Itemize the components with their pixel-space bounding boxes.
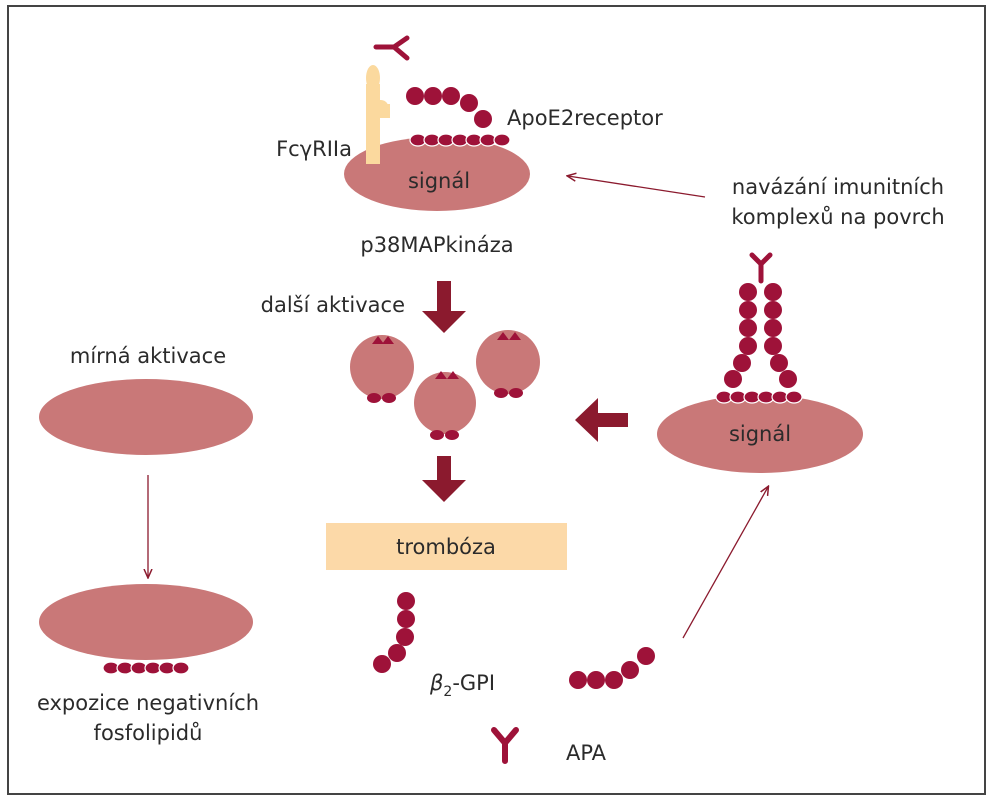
apoe2-receptor-label: ApoE2receptor xyxy=(507,106,663,130)
beta-subscript: 2 xyxy=(443,684,452,700)
thrombosis-box xyxy=(326,523,567,570)
beta2-gpi-linear-icon xyxy=(569,647,655,689)
left-arrow-icon xyxy=(575,398,628,442)
binding-label-line1: navázání imunitních xyxy=(732,175,944,199)
beta2-gpi-label: β2-GPI xyxy=(429,671,495,700)
to-right-cell-arrow xyxy=(682,487,768,639)
platelet-left-icon xyxy=(350,335,414,403)
binding-label-line2: komplexů na povrch xyxy=(731,205,944,229)
receptor-beads-right xyxy=(715,390,803,404)
fcgriia-label: FcγRIIa xyxy=(276,137,352,161)
antibody-icon-right xyxy=(749,252,773,284)
fcgriia-receptor-icon xyxy=(366,65,390,164)
beta2-gpi-dimer-chains xyxy=(724,283,797,388)
down-arrow-1-icon xyxy=(422,281,466,333)
receptor-beads-top xyxy=(409,133,511,147)
exposure-label-line2: fosfolipidů xyxy=(94,721,203,745)
cell-left-top xyxy=(39,379,253,455)
further-activation-label: další aktivace xyxy=(261,293,405,317)
top-signaling-complex: ApoE2receptor FcγRIIa signál p38MAPkináz… xyxy=(276,35,663,257)
beta-rest: -GPI xyxy=(452,671,495,695)
beta2-gpi-curved-icon xyxy=(373,592,415,673)
p38-label: p38MAPkináza xyxy=(360,233,513,257)
apa-label: APA xyxy=(566,741,607,765)
cell-left-bottom xyxy=(39,584,253,660)
apa-antibody-icon xyxy=(491,727,519,764)
beta-symbol: β xyxy=(429,671,443,695)
down-arrow-2-icon xyxy=(422,456,466,502)
mild-activation-label: mírná aktivace xyxy=(70,344,226,368)
signal-label-top: signál xyxy=(408,169,470,193)
thrombosis-label: trombóza xyxy=(396,535,496,559)
cell-top xyxy=(344,137,530,211)
exposure-label-line1: expozice negativních xyxy=(37,691,259,715)
signal-label-right: signál xyxy=(729,422,791,446)
diagram-border xyxy=(7,5,986,795)
platelet-center-icon xyxy=(414,371,476,440)
platelet-right-icon xyxy=(476,330,540,398)
beta2-gpi-chain-top xyxy=(406,87,492,128)
right-signaling-complex: signál xyxy=(657,252,863,473)
antibody-icon-top xyxy=(373,35,410,61)
activated-platelets xyxy=(350,330,540,440)
phospholipid-beads xyxy=(102,661,190,675)
cell-right xyxy=(657,395,863,473)
binding-arrow xyxy=(568,176,706,198)
